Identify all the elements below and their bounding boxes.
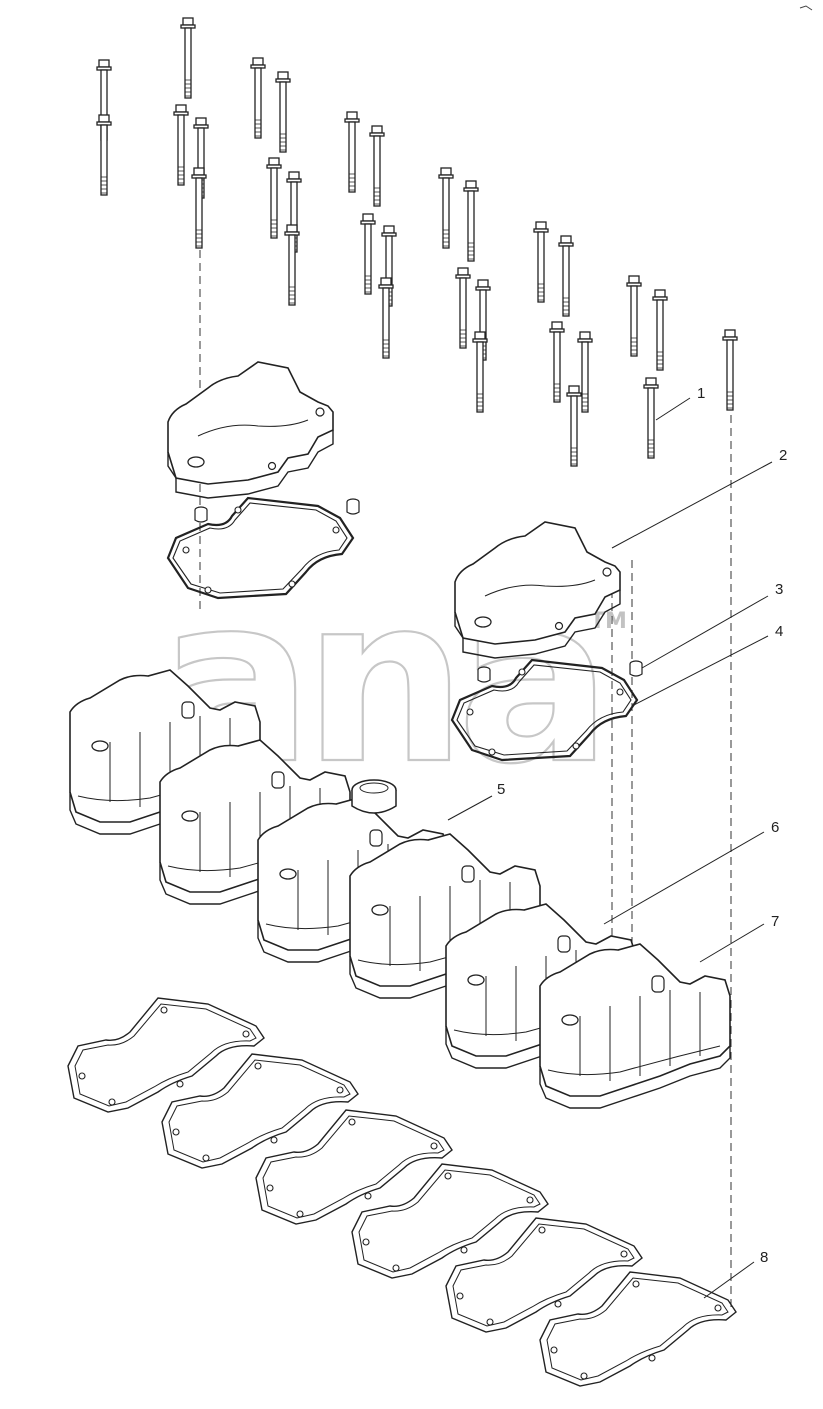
bolt	[643, 377, 659, 459]
callout-3: 3	[775, 581, 783, 598]
filler-cap	[351, 779, 397, 814]
callout-4: 4	[775, 623, 783, 640]
bolt	[369, 125, 385, 207]
bushing	[194, 506, 208, 523]
callout-1: 1	[697, 385, 705, 402]
bolt	[463, 180, 479, 262]
cover-housing	[539, 943, 731, 1109]
bolt	[438, 167, 454, 249]
bolt	[533, 221, 549, 303]
bolt	[577, 331, 593, 413]
bolt	[455, 267, 471, 349]
bolt	[566, 385, 582, 467]
bushing	[346, 498, 360, 515]
bolt	[250, 57, 266, 139]
alignment-lines	[199, 250, 732, 1310]
callout-8: 8	[760, 1249, 768, 1266]
callout-6: 6	[771, 819, 779, 836]
valve-cover	[167, 361, 334, 499]
bushing	[629, 660, 643, 677]
lower-gasket	[255, 1109, 453, 1225]
leader-lines	[447, 397, 773, 1299]
corner-mark	[799, 5, 813, 11]
bushing	[477, 666, 491, 683]
bolt	[360, 213, 376, 295]
bolt	[652, 289, 668, 371]
bolt	[275, 71, 291, 153]
bolt	[722, 329, 738, 411]
callout-labels: 1 2 3 4 5 6 7 8	[497, 385, 787, 1266]
bolt	[344, 111, 360, 193]
bolt	[558, 235, 574, 317]
lower-gasket	[351, 1163, 549, 1279]
housings	[69, 669, 731, 1109]
callout-7: 7	[771, 913, 779, 930]
callout-2: 2	[779, 447, 787, 464]
bolt	[549, 321, 565, 403]
bolt	[173, 104, 189, 186]
bolt	[180, 17, 196, 99]
callout-5: 5	[497, 781, 505, 798]
bolt	[266, 157, 282, 239]
bolt	[96, 114, 112, 196]
lower-gasket	[161, 1053, 359, 1169]
bolt	[626, 275, 642, 357]
lower-gasket	[67, 997, 265, 1113]
